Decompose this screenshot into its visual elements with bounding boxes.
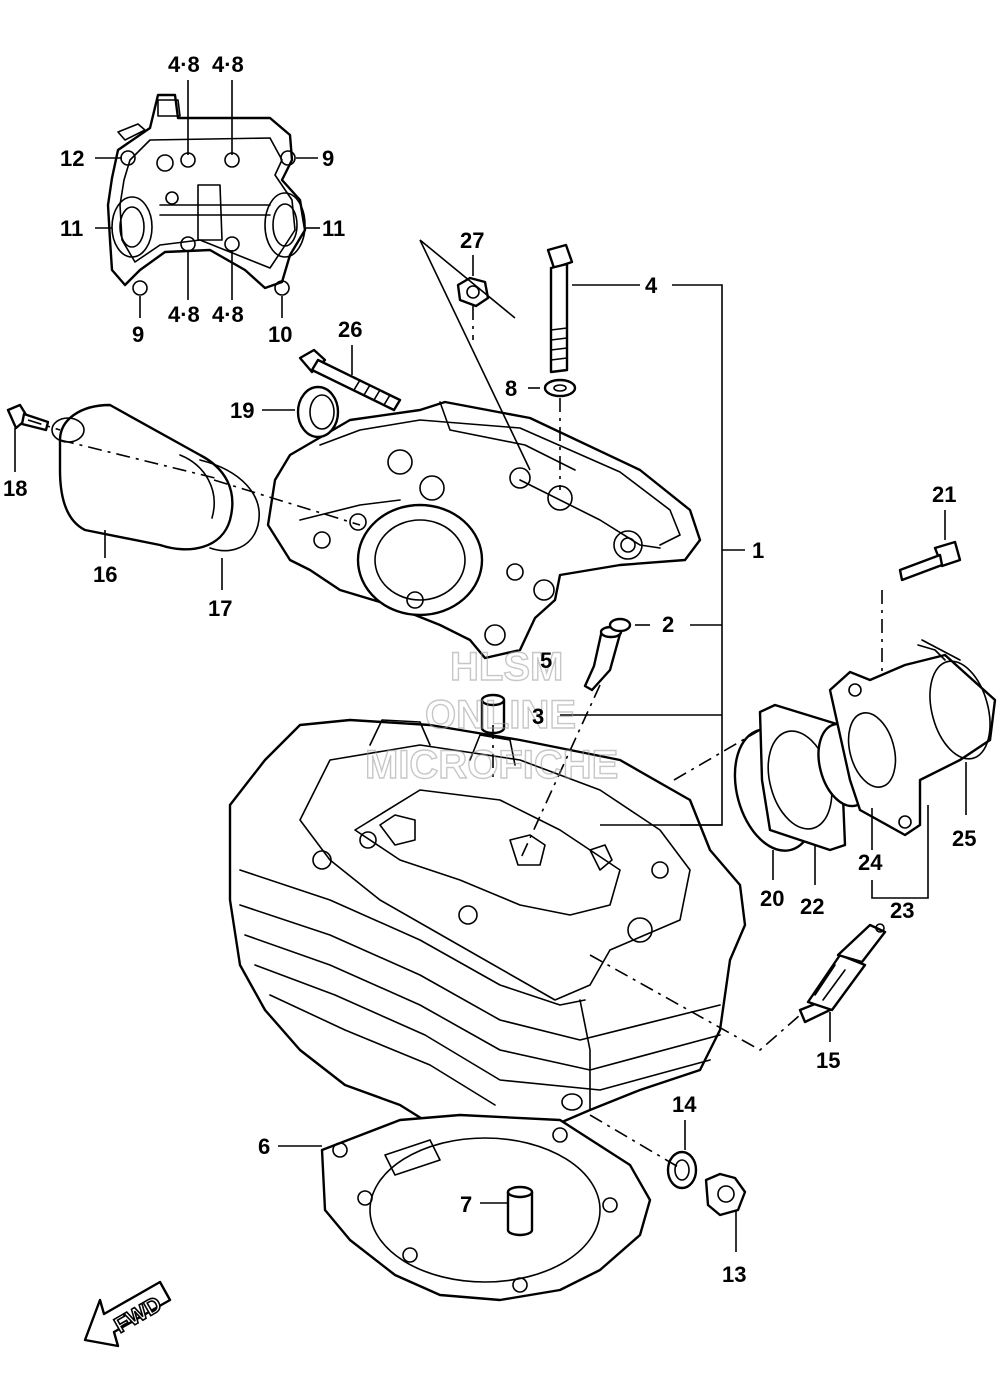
callout-9-right: 9 xyxy=(322,146,334,171)
watermark: HLSM ONLINE MICROFICHE xyxy=(364,644,619,787)
callout-23: 23 xyxy=(890,898,914,923)
washer-8 xyxy=(543,378,577,398)
callout-12: 12 xyxy=(60,146,84,171)
callout-1: 1 xyxy=(752,538,764,563)
callout-20: 20 xyxy=(760,886,784,911)
callout-11-right: 11 xyxy=(322,216,345,241)
callout-4-8-top-right: 4·8 xyxy=(212,52,244,77)
seal-19 xyxy=(296,385,340,439)
callout-19: 19 xyxy=(230,398,254,423)
callout-14: 14 xyxy=(672,1092,697,1117)
callout-8: 8 xyxy=(505,376,517,401)
callout-15: 15 xyxy=(816,1048,840,1073)
cylinder-head-cover xyxy=(266,400,702,660)
callout-21: 21 xyxy=(932,482,956,507)
callout-10: 10 xyxy=(268,322,292,347)
callout-4-8-bottom-left: 4·8 xyxy=(168,302,200,327)
leader-lines xyxy=(14,80,967,1252)
callout-24: 24 xyxy=(858,850,883,875)
watermark-line-1: HLSM xyxy=(450,645,563,689)
dowel-pin-7 xyxy=(506,1185,534,1237)
callout-4-8-top-left: 4·8 xyxy=(168,52,200,77)
callout-3: 3 xyxy=(532,704,544,729)
callout-5: 5 xyxy=(540,648,552,673)
intake-pipe-3 xyxy=(583,625,623,692)
callout-13: 13 xyxy=(722,1262,746,1287)
callout-9-bottom: 9 xyxy=(132,322,144,347)
watermark-line-2: ONLINE xyxy=(425,693,576,737)
stud-bolt-26 xyxy=(298,348,402,412)
washer-14 xyxy=(666,1150,698,1190)
callout-26: 26 xyxy=(338,317,362,342)
callout-7: 7 xyxy=(460,1192,472,1217)
callout-22: 22 xyxy=(800,894,824,919)
callout-6: 6 xyxy=(258,1134,270,1159)
callout-27: 27 xyxy=(460,228,484,253)
bolt-4 xyxy=(546,243,574,374)
bolt-21 xyxy=(898,540,962,582)
cylinder-head-gasket xyxy=(320,1113,652,1302)
watermark-line-3: MICROFICHE xyxy=(365,743,618,787)
spark-plug-15 xyxy=(798,923,887,1024)
intake-pipe-25 xyxy=(828,639,997,837)
callout-25: 25 xyxy=(952,826,976,851)
callout-2: 2 xyxy=(662,612,674,637)
callout-17: 17 xyxy=(208,596,232,621)
callout-16: 16 xyxy=(93,562,117,587)
cam-cover-16 xyxy=(51,403,234,551)
callout-11-left: 11 xyxy=(60,216,83,241)
callouts: 4·8 4·8 4·8 4·8 12 9 11 11 9 10 27 4 26 … xyxy=(3,52,976,1287)
nut-27 xyxy=(456,276,490,308)
callout-4: 4 xyxy=(645,273,658,298)
tightening-sequence-diagram xyxy=(106,93,307,296)
cover-gasket-17 xyxy=(199,459,260,552)
callout-18: 18 xyxy=(3,476,27,501)
fwd-arrow: FWD xyxy=(83,1280,172,1348)
plug-bolt-13 xyxy=(704,1172,747,1217)
o-ring-2 xyxy=(608,617,632,633)
callout-4-8-bottom-right: 4·8 xyxy=(212,302,244,327)
bolt-18 xyxy=(6,403,50,432)
